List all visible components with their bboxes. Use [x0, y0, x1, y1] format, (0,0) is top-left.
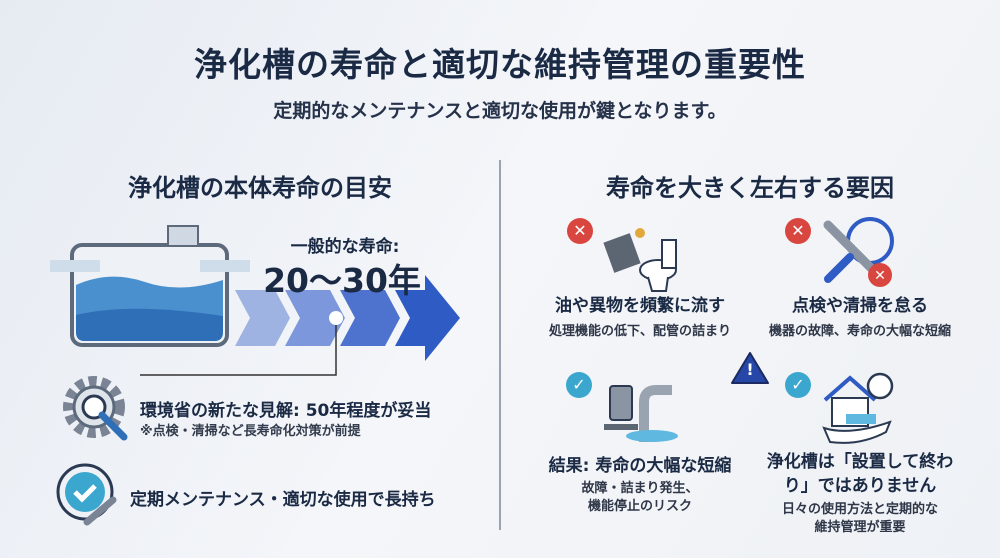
- page-title: 浄化槽の寿命と適切な維持管理の重要性: [194, 45, 806, 84]
- note-sub-1: 日々の使用方法と定期的な: [781, 502, 938, 517]
- factor-oil-sub: 処理機能の低下、配管の詰まり: [548, 324, 731, 339]
- factor-inspection-sub: 機器の故障、寿命の大幅な短縮: [768, 324, 951, 339]
- left-heading: 浄化槽の本体寿命の目安: [128, 174, 392, 202]
- typical-life-label: 一般的な寿命:: [290, 237, 400, 257]
- x-badge-icon: ✕: [567, 218, 593, 244]
- warning-mark: !: [746, 360, 754, 379]
- warning-icon: [731, 352, 769, 384]
- note-title-2: り」ではありません: [783, 476, 937, 496]
- factor-inspection-title: 点検や清掃を怠る: [792, 296, 928, 316]
- ministry-note: ※点検・清掃など長寿命化対策が前提: [140, 424, 361, 439]
- note-title-1: 浄化槽は「設置して終わ: [766, 452, 954, 472]
- svg-text:✕: ✕: [874, 268, 886, 284]
- result-sub-1: 故障・詰まり発生、: [581, 481, 699, 496]
- gear-magnifier-icon: [63, 376, 128, 441]
- wrench-clock-icon: ✕: [823, 217, 894, 287]
- ministry-view: 環境省の新たな見解: 50年程度が妥当: [140, 401, 432, 421]
- check-badge-icon: ✓: [785, 372, 811, 398]
- result-title: 結果: 寿命の大幅な短縮: [548, 456, 732, 476]
- septic-tank-lifespan-illustration: [50, 225, 460, 376]
- house-hand-clock-icon: [822, 372, 894, 444]
- check-wrench-icon: [56, 463, 117, 526]
- check-badge-icon: ✓: [566, 372, 592, 398]
- pump-leak-icon: [604, 385, 678, 442]
- page-subtitle: 定期的なメンテナンスと適切な使用が鍵となります。: [273, 100, 727, 122]
- oil-toilet-icon: [603, 228, 677, 292]
- divider: [499, 160, 501, 530]
- result-sub-2: 機能停止のリスク: [587, 499, 692, 514]
- maintenance-text: 定期メンテナンス・適切な使用で長持ち: [130, 490, 436, 510]
- arrow-icon: [140, 275, 460, 376]
- note-sub-2: 維持管理が重要: [814, 520, 906, 535]
- x-badge-icon: ✕: [785, 218, 811, 244]
- typical-life-value: 20〜30年: [263, 261, 421, 300]
- factor-oil-title: 油や異物を頻繁に流す: [555, 296, 725, 316]
- tank-icon: [50, 225, 250, 347]
- right-heading: 寿命を大きく左右する要因: [606, 174, 894, 202]
